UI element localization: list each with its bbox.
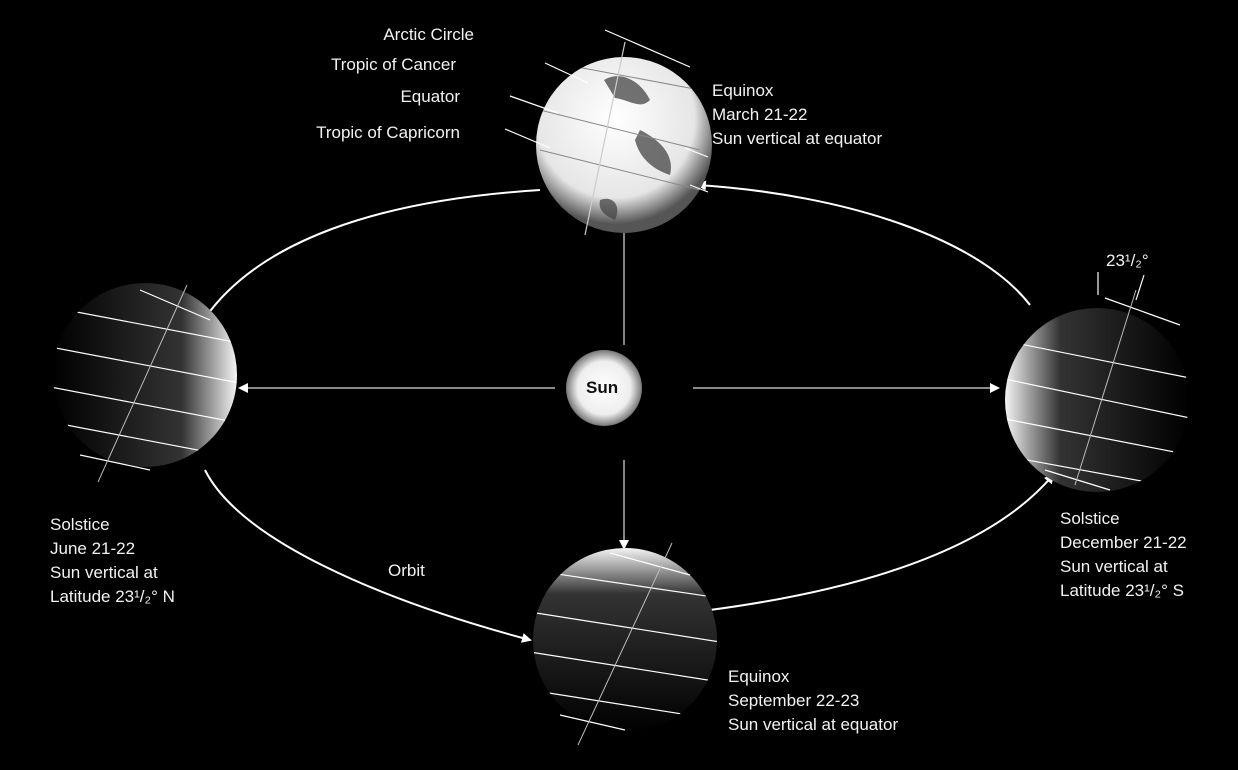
- march-date: March 21-22: [712, 105, 808, 124]
- march-title: Equinox: [712, 81, 774, 100]
- orbit-path: [203, 180, 1055, 643]
- sun-rays: [238, 225, 1000, 550]
- september-title: Equinox: [728, 667, 790, 686]
- earth-june-solstice: [53, 283, 237, 483]
- june-desc-2: Latitude 23¹/₂° N: [50, 587, 175, 606]
- label-tropic-of-cancer: Tropic of Cancer: [330, 55, 456, 74]
- june-title: Solstice: [50, 515, 110, 534]
- december-title: Solstice: [1060, 509, 1120, 528]
- december-date: December 21-22: [1060, 533, 1187, 552]
- label-arctic-circle: Arctic Circle: [383, 25, 474, 44]
- earth-december-solstice: [1005, 272, 1189, 492]
- earth-september-equinox: [533, 542, 717, 746]
- december-desc-2: Latitude 23¹/₂° S: [1060, 581, 1184, 600]
- december-desc: Sun vertical at: [1060, 557, 1168, 576]
- june-desc: Sun vertical at: [50, 563, 158, 582]
- september-desc: Sun vertical at equator: [728, 715, 899, 734]
- sun: [566, 350, 642, 426]
- label-equator: Equator: [400, 87, 460, 106]
- orbit-label: Orbit: [388, 561, 425, 580]
- june-date: June 21-22: [50, 539, 136, 558]
- earth-march-equinox: [504, 29, 712, 236]
- september-date: September 22-23: [728, 691, 860, 710]
- label-tropic-of-capricorn: Tropic of Capricorn: [316, 123, 460, 142]
- tilt-angle-label: 23¹/₂°: [1106, 251, 1149, 270]
- march-desc: Sun vertical at equator: [712, 129, 883, 148]
- sun-label: Sun: [586, 378, 619, 397]
